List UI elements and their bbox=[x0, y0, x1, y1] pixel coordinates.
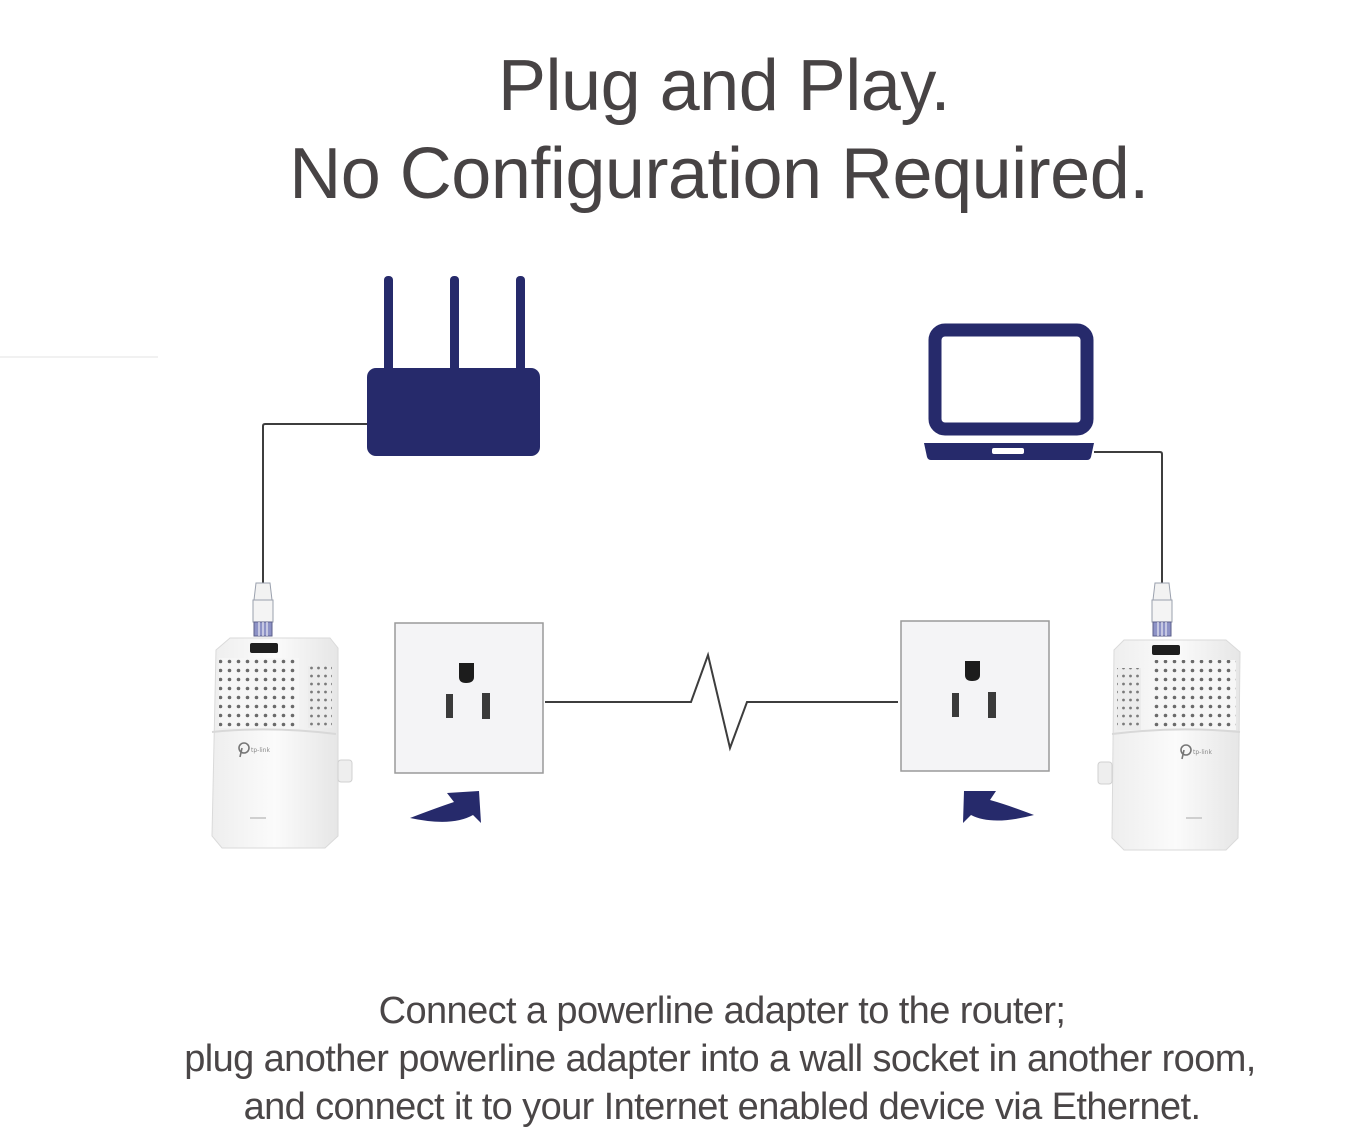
rj45-connector-icon bbox=[1151, 582, 1173, 637]
brand-text: tp-link bbox=[251, 747, 270, 754]
ethernet-cable-left bbox=[262, 423, 367, 585]
headline-line-2: No Configuration Required. bbox=[289, 134, 1149, 215]
caption-line-3: and connect it to your Internet enabled … bbox=[243, 1086, 1201, 1128]
wall-outlet-left bbox=[394, 622, 544, 774]
caption-line-1: Connect a powerline adapter to the route… bbox=[378, 990, 1066, 1032]
laptop-icon bbox=[924, 323, 1094, 460]
powerline-adapter-left: tp-link bbox=[211, 582, 353, 849]
brand-text: tp-link bbox=[1193, 749, 1212, 756]
tp-link-logo: tp-link bbox=[238, 742, 270, 758]
plug-in-arrow-left-icon bbox=[410, 791, 481, 823]
plug-in-arrow-right-icon bbox=[963, 791, 1034, 823]
divider bbox=[0, 356, 158, 358]
tp-link-logo: tp-link bbox=[1180, 744, 1212, 760]
router-icon bbox=[367, 276, 540, 456]
rj45-connector-icon bbox=[252, 582, 274, 637]
caption-line-2: plug another powerline adapter into a wa… bbox=[184, 1038, 1256, 1080]
powerline-adapter-right: tp-link bbox=[1097, 582, 1241, 851]
headline-line-1: Plug and Play. bbox=[498, 46, 950, 127]
wall-outlet-right bbox=[900, 620, 1050, 772]
ethernet-cable-right bbox=[1094, 451, 1163, 585]
powerline-zigzag-link bbox=[545, 651, 898, 752]
